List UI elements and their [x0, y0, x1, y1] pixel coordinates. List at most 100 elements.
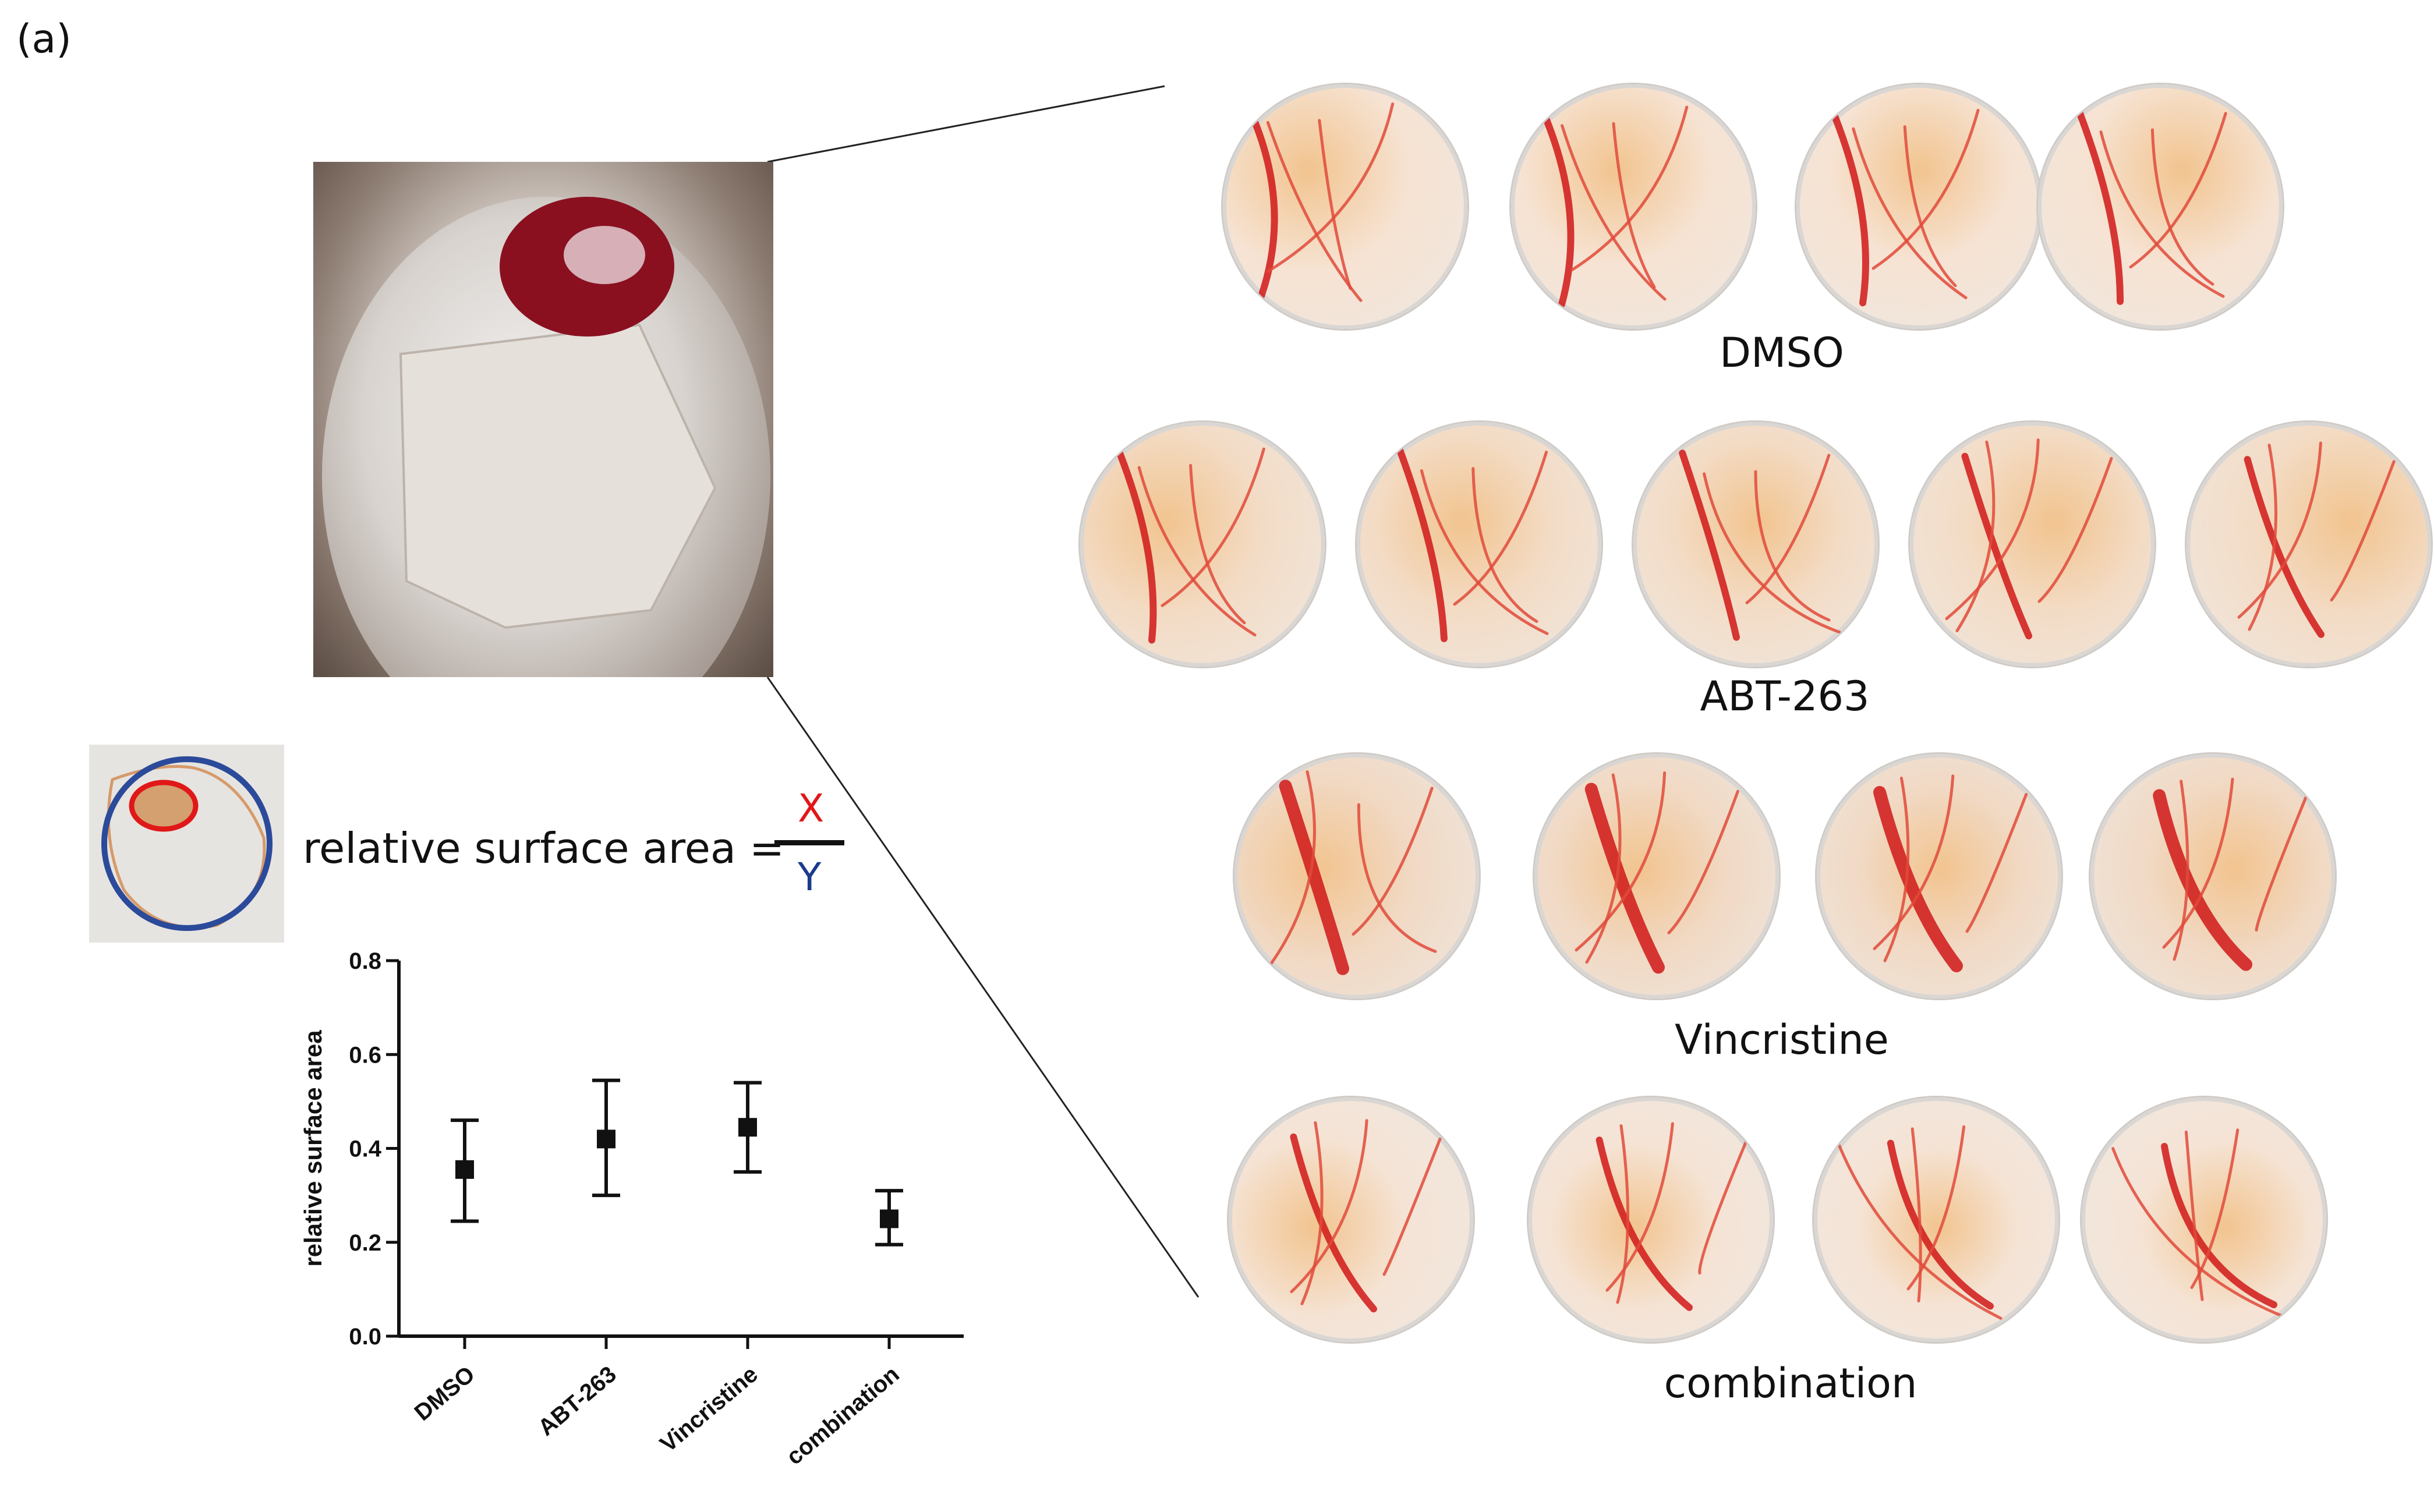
- blood-vessel: [2150, 128, 2214, 286]
- blood-vessel: [2248, 444, 2277, 631]
- blood-vessel: [1290, 1119, 1368, 1294]
- y-tick-label: 0.8: [349, 948, 381, 974]
- well-photo: [1234, 754, 1479, 998]
- vessel-illustration: [1873, 774, 2028, 972]
- blood-vessel: [1471, 467, 1538, 623]
- blood-vessel: [1279, 780, 1349, 975]
- formula-text: relative surface area =: [303, 824, 785, 873]
- blood-vessel: [1703, 472, 1841, 634]
- vessel-illustration: [1396, 447, 1549, 642]
- data-point: [455, 1160, 474, 1179]
- blood-vessel: [1290, 1133, 1377, 1313]
- blood-vessel: [1266, 102, 1395, 273]
- y-tick-label: 0.0: [349, 1324, 381, 1350]
- blood-vessel: [1266, 121, 1363, 302]
- blood-vessel: [1584, 782, 1665, 974]
- vessel-illustration: [1269, 770, 1437, 975]
- well-photo: [1814, 1097, 2058, 1342]
- blood-vessel: [1575, 771, 1667, 952]
- blood-vessel: [1906, 1125, 1966, 1291]
- well-photo: [1817, 754, 2061, 998]
- blood-vessel: [1537, 101, 1575, 308]
- blood-vessel: [1961, 452, 2032, 640]
- blood-vessel: [1300, 1121, 1324, 1305]
- blood-vessel: [1453, 451, 1548, 606]
- well-photo: [1529, 1097, 1773, 1342]
- well-photo: [2038, 84, 2283, 329]
- vessel-illustration: [1837, 1125, 2003, 1320]
- well-photo: [1534, 754, 1779, 998]
- blood-vessel: [2075, 108, 2124, 305]
- reference-well-photo: [89, 745, 284, 943]
- y-tick-label: 0.6: [349, 1042, 381, 1068]
- blood-vessel: [1396, 447, 1448, 642]
- formula-fraction-bar: [774, 840, 844, 845]
- blood-vessel: [2173, 780, 2189, 961]
- vessel-illustration: [2237, 441, 2396, 638]
- blood-vessel: [1420, 469, 1549, 635]
- well-photo: [1229, 1097, 1473, 1342]
- x-tick-label: combination: [781, 1361, 904, 1470]
- group-label-dmso: DMSO: [1720, 329, 1844, 377]
- reference-well-illustration: [101, 756, 273, 931]
- blood-vessel: [1887, 1139, 1994, 1310]
- vessel-illustration: [1828, 104, 1980, 307]
- blood-vessel: [1357, 803, 1437, 953]
- x-tick-label: DMSO: [410, 1361, 480, 1426]
- blood-vessel: [2153, 789, 2252, 971]
- vessel-illustration: [2111, 1128, 2286, 1319]
- blood-vessel: [1873, 774, 1955, 950]
- blood-vessel: [1585, 773, 1622, 964]
- well-photo: [1357, 422, 1601, 667]
- blood-vessel: [2162, 777, 2234, 949]
- blood-vessel: [1911, 1127, 1922, 1303]
- blood-vessel: [2129, 112, 2227, 269]
- blood-vessel: [1161, 447, 1265, 607]
- blood-vessel: [1745, 454, 1831, 604]
- data-point: [880, 1209, 898, 1228]
- blood-vessel: [2099, 130, 2225, 298]
- blood-vessel: [1382, 1137, 1442, 1276]
- blood-vessel: [1605, 1122, 1674, 1292]
- well-photo: [1796, 84, 2041, 329]
- vessel-illustration: [1945, 438, 2113, 640]
- data-point: [597, 1129, 615, 1149]
- well-photo: [1223, 84, 1467, 329]
- blood-vessel: [1137, 466, 1257, 637]
- blood-vessel: [1754, 470, 1831, 622]
- vessel-illustration: [1679, 449, 1841, 641]
- vessel-illustration: [1575, 771, 1739, 974]
- well-photo: [2090, 754, 2335, 998]
- data-point: [738, 1118, 757, 1137]
- blood-vessel: [2330, 460, 2396, 602]
- blood-vessel: [1883, 776, 1910, 962]
- blood-vessel: [1852, 127, 1968, 299]
- blood-vessel: [2255, 796, 2308, 932]
- group-label-abt263: ABT-263: [1700, 672, 1870, 720]
- blood-vessel: [1955, 440, 1996, 632]
- y-tick-label: 0.4: [349, 1136, 381, 1162]
- blood-vessel: [1667, 789, 1739, 934]
- blood-vessel: [1873, 786, 1963, 972]
- blood-vessel: [1679, 449, 1740, 641]
- x-tick-label: ABT-263: [533, 1361, 621, 1441]
- blood-vessel: [1965, 793, 2028, 933]
- well-photo: [1511, 84, 1756, 329]
- y-tick-label: 0.2: [349, 1230, 381, 1256]
- blood-vessel: [1837, 1143, 2003, 1320]
- well-photo: [2082, 1097, 2326, 1342]
- blood-vessel: [2237, 441, 2322, 619]
- blood-vessel: [1570, 105, 1689, 271]
- blood-vessel: [1616, 1124, 1630, 1304]
- blood-vessel: [1612, 122, 1656, 289]
- group-label-combination: combination: [1664, 1359, 1918, 1407]
- formula-denominator: Y: [798, 855, 822, 900]
- well-photo: [1080, 422, 1325, 667]
- blood-vessel: [1872, 108, 1980, 270]
- egg-photo: [313, 162, 773, 677]
- vessel-illustration: [1243, 98, 1395, 309]
- blood-vessel: [2244, 456, 2325, 638]
- well-photo: [2187, 422, 2431, 667]
